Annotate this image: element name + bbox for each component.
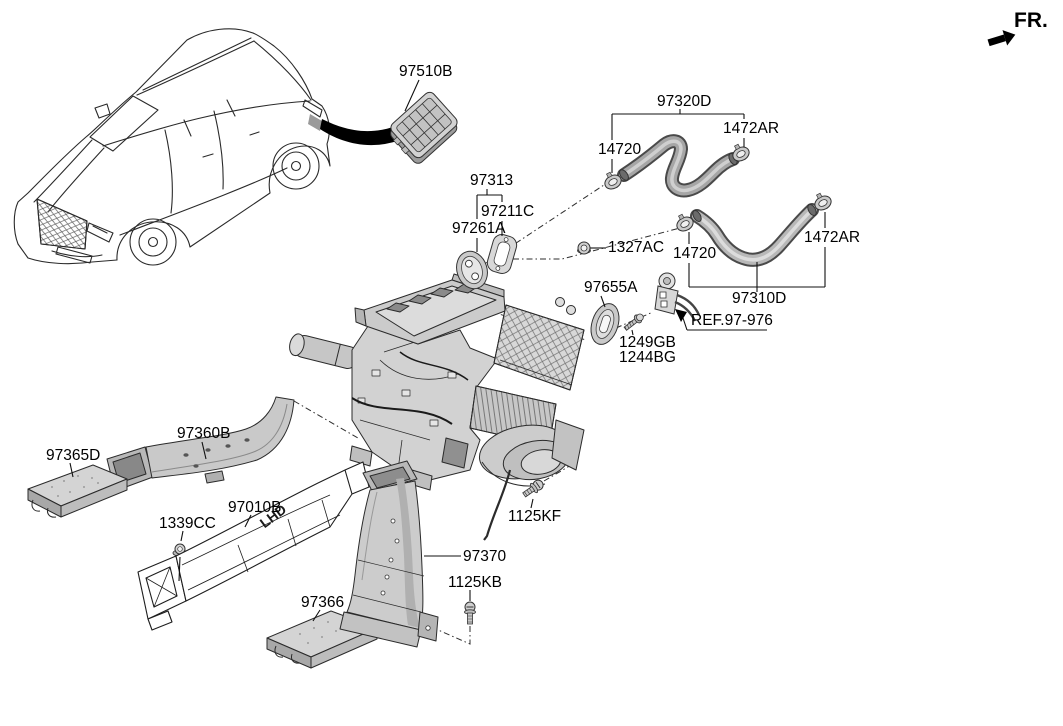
part-label-1244BG: 1244BG <box>619 349 676 366</box>
ref-arrow-icon <box>675 309 687 322</box>
part-label-97010B: 97010B <box>228 499 282 516</box>
hose-clamp-1472AR-lower <box>811 190 834 213</box>
part-label-14720-lower: 14720 <box>673 245 717 262</box>
part-label-97510B: 97510B <box>399 63 453 80</box>
part-label-97360B: 97360B <box>177 425 231 442</box>
duct-97010B: LHD <box>138 462 369 630</box>
heater-pipe-ref-97-976 <box>655 273 699 321</box>
location-callout-swoosh <box>320 119 397 146</box>
fr-direction-label: FR. <box>1014 9 1048 32</box>
duct-97360B <box>107 397 294 491</box>
duct-97365D <box>28 465 127 517</box>
gasket-97211C <box>485 232 519 275</box>
part-label-97366: 97366 <box>301 594 345 611</box>
nut-1327AC <box>578 242 591 254</box>
grommet-97261A <box>452 247 492 292</box>
part-label-97370: 97370 <box>463 548 507 565</box>
grommet-97655A <box>586 300 624 348</box>
vent-grille-97510B <box>385 90 462 166</box>
part-label-97310D: 97310D <box>732 290 787 307</box>
part-label-1472AR-lower: 1472AR <box>804 229 861 246</box>
part-label-1125KF: 1125KF <box>508 508 562 525</box>
part-label-1125KB: 1125KB <box>448 574 503 591</box>
part-label-97320D: 97320D <box>657 93 712 110</box>
part-label-97655A: 97655A <box>584 279 638 296</box>
part-label-1327AC: 1327AC <box>608 239 665 256</box>
duct-97370 <box>340 461 438 647</box>
part-label-97261A: 97261A <box>452 220 506 237</box>
bolt-1249GB <box>623 312 646 333</box>
part-label-1472AR-upper: 1472AR <box>723 120 780 137</box>
hose-clamp-1472AR-upper <box>729 141 752 164</box>
leader-lines <box>70 80 825 621</box>
screw-1125KF <box>521 478 545 500</box>
fr-arrow-icon <box>987 30 1016 47</box>
part-label-97211C: 97211C <box>481 203 535 220</box>
hose-clamp-14720-lower <box>673 211 696 234</box>
ref-note-label: REF.97-976 <box>691 312 773 329</box>
part-label-97365D: 97365D <box>46 447 101 464</box>
heater-hose-97320D <box>618 141 739 190</box>
heater-hose-97310D <box>691 203 818 260</box>
part-label-1339CC: 1339CC <box>159 515 216 532</box>
part-label-97313: 97313 <box>470 172 514 189</box>
part-label-1249GB: 1249GB <box>619 334 676 351</box>
screw-1125KB <box>465 602 476 624</box>
hose-clamp-14720-upper <box>601 169 624 192</box>
part-label-14720-upper: 14720 <box>598 141 642 158</box>
car-illustration <box>14 29 330 265</box>
